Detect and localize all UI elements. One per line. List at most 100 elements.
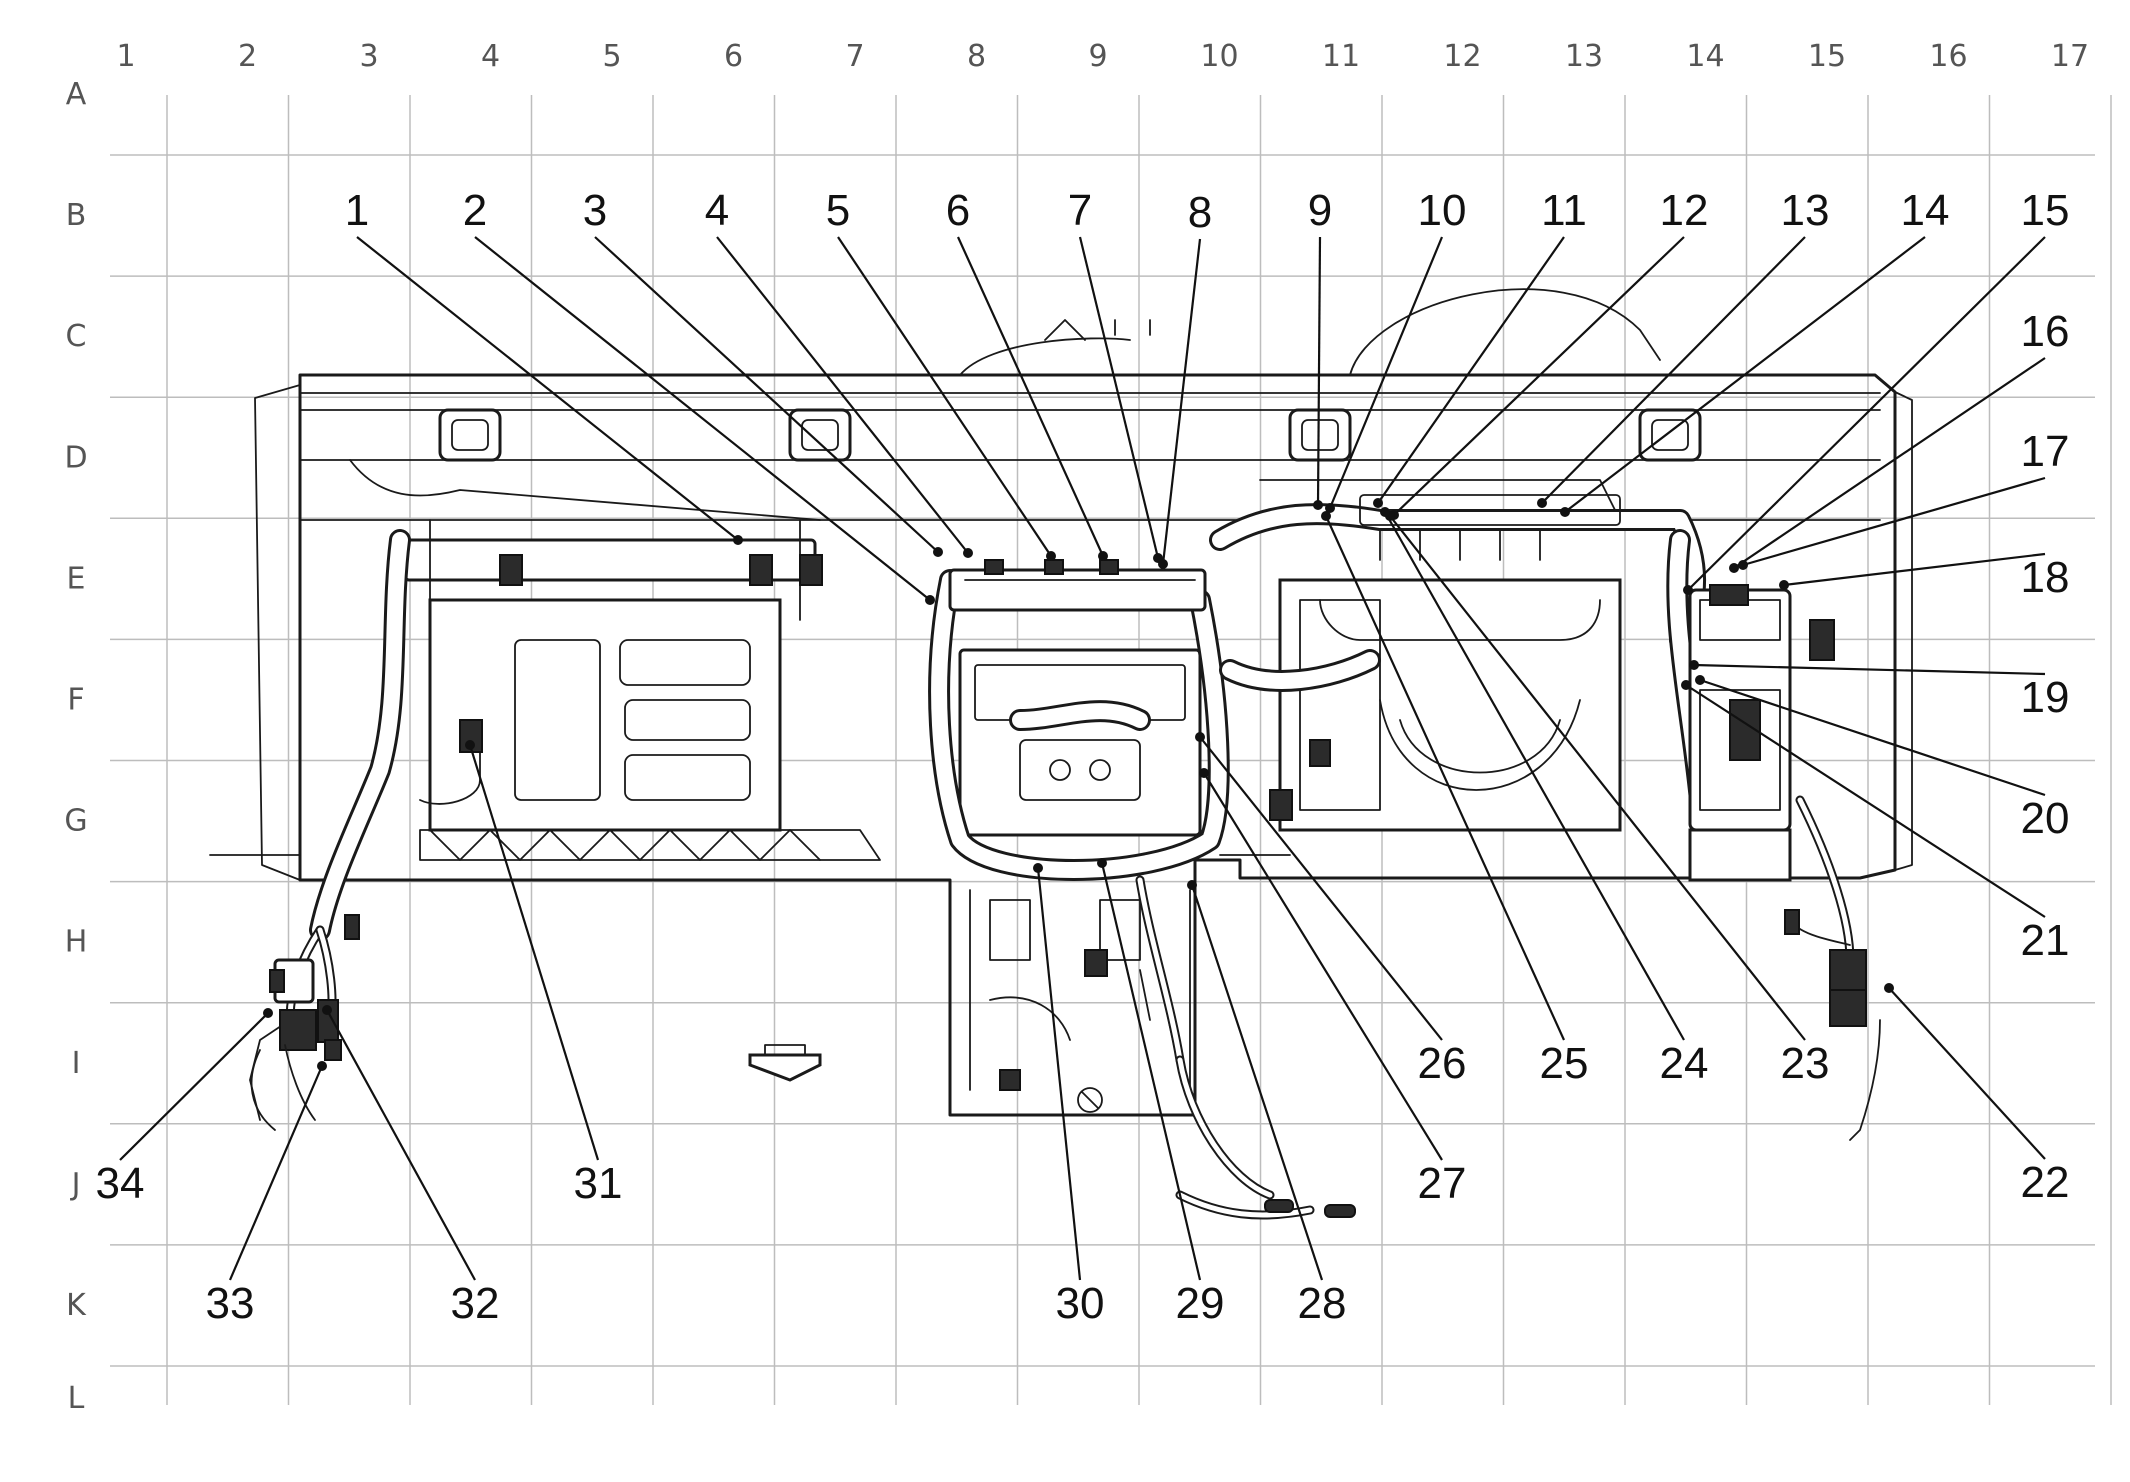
- callout-leader-line: [1541, 236, 1806, 504]
- callout-leader-line: [1564, 236, 1926, 513]
- callout-leader-line: [1324, 515, 1566, 1041]
- callout-number-27: 27: [1418, 1159, 1467, 1208]
- callout-leader-line: [1036, 867, 1082, 1281]
- callout-leader-line: [1377, 236, 1565, 504]
- callout-number-33: 33: [206, 1279, 255, 1328]
- callout-number-31: 31: [574, 1159, 623, 1208]
- callout-target-dot: [1321, 511, 1331, 521]
- grid-column-label: 3: [359, 39, 378, 74]
- callout-leader-line: [1783, 552, 2046, 587]
- callout-target-dot: [1779, 580, 1789, 590]
- callout-target-dot: [317, 1061, 327, 1071]
- grid-row-label: E: [67, 561, 86, 596]
- callout-leader-line: [326, 1009, 476, 1281]
- callout-target-dot: [1689, 660, 1699, 670]
- callout-leader-line: [1389, 515, 1806, 1041]
- callout-number-25: 25: [1540, 1039, 1589, 1088]
- callout-number-7: 7: [1068, 186, 1092, 235]
- callout-leader-line: [716, 236, 969, 554]
- callout-number-16: 16: [2021, 307, 2070, 356]
- callout-number-24: 24: [1660, 1039, 1709, 1088]
- callout-number-32: 32: [451, 1279, 500, 1328]
- grid-column-label: 6: [724, 39, 743, 74]
- callout-leader-line: [1190, 884, 1324, 1281]
- callout-target-dot: [1158, 559, 1168, 569]
- callout-number-28: 28: [1298, 1279, 1347, 1328]
- callout-number-17: 17: [2021, 427, 2070, 476]
- callout-number-10: 10: [1418, 186, 1467, 235]
- callout-target-dot: [733, 535, 743, 545]
- grid-column-label: 17: [2051, 39, 2089, 74]
- callout-number-12: 12: [1660, 186, 1709, 235]
- grid-column-label: 9: [1088, 39, 1107, 74]
- grid-row-label: G: [64, 804, 87, 839]
- callout-number-30: 30: [1056, 1279, 1105, 1328]
- instrument-panel-illustration: [209, 288, 1913, 1220]
- grid-column-label: 15: [1808, 39, 1846, 74]
- callout-target-dot: [1097, 858, 1107, 868]
- grid-column-label: 7: [845, 39, 864, 74]
- callout-number-8: 8: [1188, 188, 1212, 237]
- callout-number-13: 13: [1781, 186, 1830, 235]
- callout-target-dot: [1046, 551, 1056, 561]
- callout-number-21: 21: [2021, 916, 2070, 965]
- callout-leader-line: [837, 236, 1052, 557]
- grid-column-label: 4: [481, 39, 500, 74]
- callout-number-19: 19: [2021, 673, 2070, 722]
- callout-leader-line: [1078, 236, 1160, 559]
- callout-number-22: 22: [2021, 1158, 2070, 1207]
- grid-column-label: 13: [1565, 39, 1603, 74]
- callout-target-dot: [465, 740, 475, 750]
- callout-target-dot: [1187, 880, 1197, 890]
- callout-target-dot: [1683, 585, 1693, 595]
- callout-target-dot: [1681, 680, 1691, 690]
- callout-leader-lines: [119, 236, 2046, 1281]
- callout-number-14: 14: [1901, 186, 1950, 235]
- callout-target-dot: [1738, 560, 1748, 570]
- callout-leader-line: [1100, 862, 1202, 1281]
- callout-target-dot: [263, 1008, 273, 1018]
- callout-number-18: 18: [2021, 553, 2070, 602]
- callout-target-dot: [1884, 983, 1894, 993]
- callout-number-34: 34: [96, 1159, 145, 1208]
- callout-target-dot: [1195, 732, 1205, 742]
- callout-number-2: 2: [463, 186, 487, 235]
- callout-leader-line: [1888, 987, 2046, 1160]
- callout-number-11: 11: [1541, 186, 1587, 235]
- callout-leader-line: [1733, 357, 2046, 569]
- callout-leader-line: [1687, 236, 2046, 591]
- callout-leader-line: [356, 236, 739, 541]
- grid-row-label: B: [66, 198, 87, 233]
- grid-column-label: 1: [116, 39, 135, 74]
- grid-row-label: L: [68, 1381, 85, 1416]
- callout-leader-line: [1316, 236, 1322, 506]
- grid-row-label: K: [66, 1288, 87, 1323]
- grid-column-label: 11: [1322, 39, 1360, 74]
- callout-target-dot: [1098, 551, 1108, 561]
- callout-leader-line: [1384, 511, 1685, 1041]
- grid-column-label: 8: [967, 39, 986, 74]
- callout-leader-line: [956, 236, 1105, 557]
- callout-number-3: 3: [583, 186, 607, 235]
- callout-number-23: 23: [1781, 1039, 1830, 1088]
- callout-leader-line: [1199, 736, 1443, 1041]
- grid-row-label: H: [65, 925, 88, 960]
- callout-target-dot: [1325, 503, 1335, 513]
- callout-leader-line: [228, 1065, 324, 1281]
- grid-column-label: 12: [1443, 39, 1481, 74]
- callout-number-4: 4: [705, 186, 729, 235]
- callout-target-dot: [1199, 768, 1209, 778]
- callout-target-dot: [1729, 563, 1739, 573]
- callout-leader-line: [594, 236, 939, 553]
- grid-column-label: 5: [602, 39, 621, 74]
- callout-number-20: 20: [2021, 794, 2070, 843]
- callout-target-dot: [322, 1005, 332, 1015]
- callout-number-26: 26: [1418, 1039, 1467, 1088]
- callout-target-dot: [1537, 498, 1547, 508]
- callout-target-dot: [933, 547, 943, 557]
- callout-leader-line: [1161, 238, 1202, 565]
- grid-row-label: J: [70, 1167, 81, 1202]
